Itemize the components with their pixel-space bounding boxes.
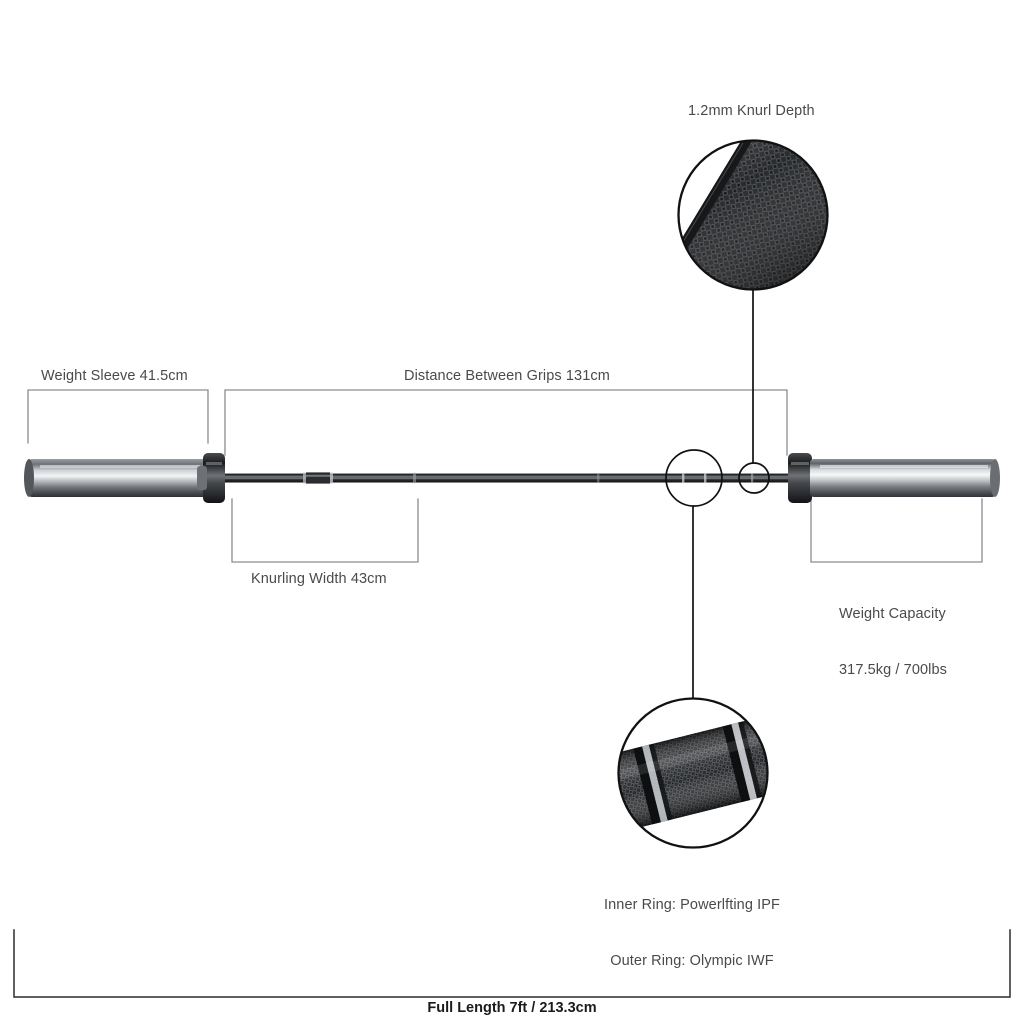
label-full-length: Full Length 7ft / 213.3cm: [427, 1000, 597, 1016]
label-knurling-width: Knurling Width 43cm: [251, 571, 387, 587]
label-inner-ring: Inner Ring: Powerlfting IPF: [604, 897, 780, 914]
barbell-shaft: [219, 473, 794, 483]
bracket-full-length: [13, 929, 1011, 998]
barbell-left-bushing: [197, 466, 207, 490]
barbell-left-sleeve: [28, 459, 208, 497]
bracket-knurling-width: [231, 498, 419, 563]
bracket-weight-capacity: [810, 498, 983, 563]
label-knurl-depth: 1.2mm Knurl Depth: [688, 103, 815, 119]
barbell-left-sleeve-end-cap: [24, 459, 34, 497]
barbell-shaft-highlight: [219, 475, 794, 477]
label-outer-ring: Outer Ring: Olympic IWF: [610, 952, 774, 969]
barbell-right-sleeve-end-cap: [990, 459, 1000, 497]
dimension-brackets: [27, 389, 983, 563]
knurl-depth-magnifier: [677, 139, 829, 291]
label-ring-markings: Inner Ring: Powerlfting IPF Outer Ring: …: [604, 859, 780, 1007]
barbell-right-collar: [788, 453, 812, 503]
bracket-distance-between-grips: [224, 389, 788, 456]
label-weight-sleeve: Weight Sleeve 41.5cm: [41, 368, 188, 384]
outer-ring-marker-circle: [738, 462, 770, 494]
olympic-barbell: [24, 453, 1000, 503]
label-weight-capacity-line1: Weight Capacity: [839, 606, 946, 623]
shaft-ring-marks: [303, 472, 754, 484]
label-weight-capacity: Weight Capacity 317.5kg / 700lbs: [839, 568, 947, 716]
inner-ring-marker-circle: [665, 449, 723, 507]
bracket-weight-sleeve: [27, 389, 209, 444]
label-distance-between-grips: Distance Between Grips 131cm: [404, 368, 610, 384]
barbell-left-collar: [203, 453, 225, 503]
label-weight-capacity-line2: 317.5kg / 700lbs: [839, 661, 948, 678]
barbell-right-sleeve: [810, 459, 996, 497]
knurl-rings-magnifier: [617, 697, 769, 849]
